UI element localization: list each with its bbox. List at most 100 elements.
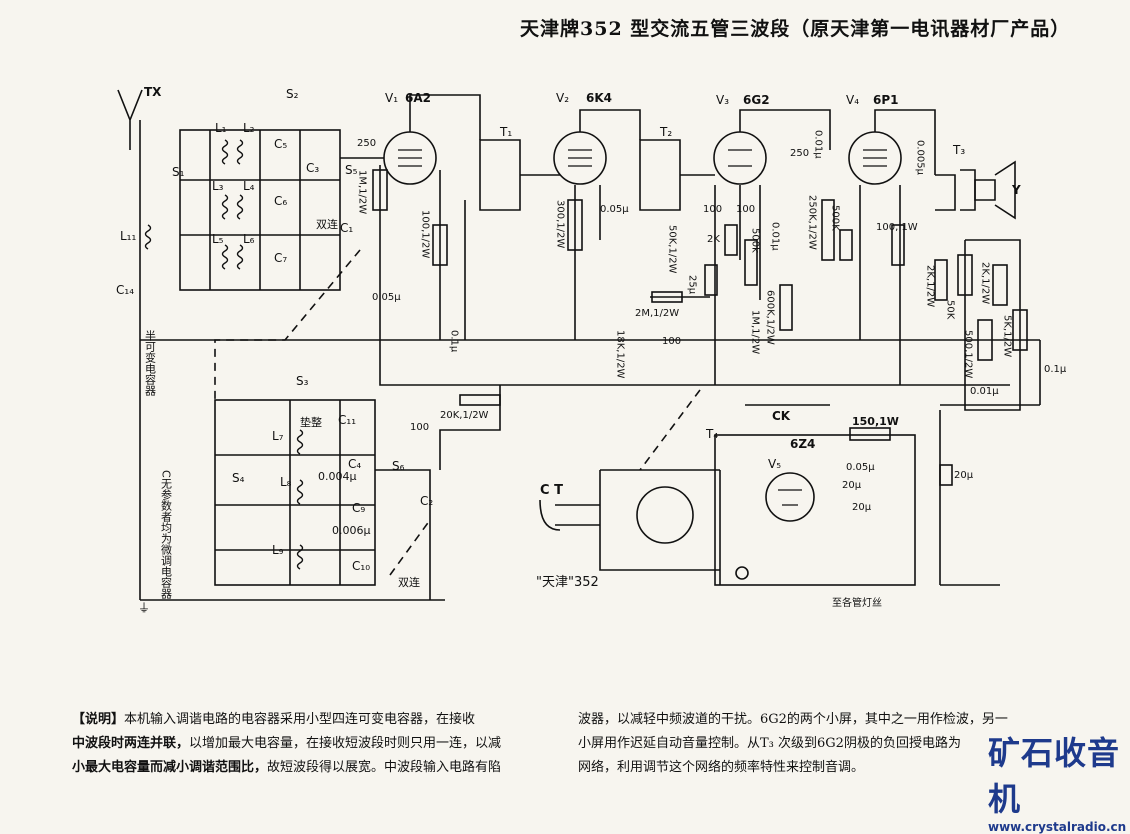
antenna-label: TX <box>144 85 162 99</box>
c100c-label: 100 <box>662 336 681 347</box>
tube-v2-type: 6K4 <box>586 91 612 105</box>
to-lamps-label: 至各管灯丝 <box>832 596 882 609</box>
l11-label: L₁₁ <box>120 229 136 243</box>
c1-label: C₁ <box>340 221 353 235</box>
tube-v5-type: 6Z4 <box>790 437 815 451</box>
c7-label: C₇ <box>274 251 287 265</box>
s8-label: S₅ <box>345 163 358 177</box>
c-0006-label: 0.006μ <box>332 524 371 537</box>
c005b-label: 0.05μ <box>600 204 629 215</box>
r150-label: 150,1W <box>852 415 899 428</box>
t1-label: T₁ <box>499 125 512 139</box>
r250k-label: 250K,1/2W <box>807 195 818 250</box>
s2-label: S₂ <box>286 87 299 101</box>
semi-var-note: 半可变电容器 <box>144 329 157 397</box>
c250b-label: 250 <box>790 148 809 159</box>
c20a-label: 20μ <box>842 480 862 491</box>
desc-lead-2: 中波段时两连并联， <box>72 736 190 751</box>
desc-line-2: 中波段时两连并联，以增加最大电容量，在接收短波段时则只用一连，以减 <box>72 732 552 756</box>
r100w-label: 100, 1W <box>876 222 918 233</box>
r2m-label: 2M,1/2W <box>635 308 679 319</box>
c001a-label: 0.01μ <box>813 130 824 159</box>
desc-text-1: 本机输入调谐电路的电容器采用小型四连可变电容器，在接收 <box>124 712 476 727</box>
ground-icon: ⏚ <box>138 601 150 615</box>
r2k3-label: 2K,1/2W <box>980 262 991 304</box>
c14-label: C₁₄ <box>116 283 134 297</box>
ck-label: CK <box>772 409 791 423</box>
t2-label: T₂ <box>659 125 672 139</box>
r300-label: 300,1/2W <box>555 200 566 248</box>
r20k-label: 20K,1/2W <box>440 410 489 421</box>
l9-label: L₉ <box>272 543 284 557</box>
c11-label: C₁₁ <box>338 413 356 427</box>
c2-label: C₂ <box>420 494 433 508</box>
pad-label: 垫整 <box>300 415 322 429</box>
c001c-label: 0.01μ <box>970 386 999 397</box>
description-left: 【说明】本机输入调谐电路的电容器采用小型四连可变电容器，在接收 中波段时两连并联… <box>72 708 552 780</box>
r2k-label: 2K <box>707 234 720 245</box>
s5-label: S₃ <box>296 374 309 388</box>
l2-label: L₂ <box>243 121 255 135</box>
tube-v3-ref: V₃ <box>716 93 729 107</box>
tube-v2-ref: V₂ <box>556 91 569 105</box>
c9-label: C₉ <box>352 501 365 515</box>
r2k2-label: 2K,1/2W <box>925 265 936 307</box>
l5-label: L₅ <box>212 232 224 246</box>
c0005-label: 0.005μ <box>915 140 926 176</box>
c4-label: C₄ <box>348 457 361 471</box>
schematic-title: 天津牌352 型交流五管三波段（原天津第一电讯器材厂产品） <box>520 18 1071 40</box>
desc-right-line-3: 网络，利用调节这个网络的频率特性来控制音调。 <box>578 760 865 775</box>
r1m-label: 1M,1/2W <box>357 170 368 214</box>
l7-label: L₇ <box>272 429 284 443</box>
r100-label: 100,1/2W <box>420 210 431 258</box>
s6-label: S₆ <box>392 459 405 473</box>
description-right: 波器，以减轻中频波道的干扰。6G2的两个小屏，其中之一用作检波，另一 小屏用作迟… <box>578 708 1048 780</box>
c25-label: 25μ <box>687 275 698 295</box>
desc-text-3: 故短波段得以展宽。中波段输入电路有陷 <box>267 760 502 775</box>
l6-label: L₆ <box>243 232 255 246</box>
r500k-label: 500K <box>830 205 841 231</box>
watermark-text: 矿石收音机 <box>988 734 1121 818</box>
desc-text-2: 以增加最大电容量，在接收短波段时则只用一连，以减 <box>189 736 502 751</box>
tube-v1-ref: V₁ <box>385 91 398 105</box>
c-0004-label: 0.004μ <box>318 470 357 483</box>
r18k-label: 18K,1/2W <box>615 330 626 379</box>
vertical-note: C无参数者均为微调电容器 <box>160 470 173 599</box>
c20b-label: 20μ <box>852 502 872 513</box>
tube-v1-type: 6A2 <box>405 91 431 105</box>
gang-note-1: 双连 <box>316 218 338 231</box>
r5k-label: 5K,1/2W <box>1002 315 1013 357</box>
t4-label: T₄ <box>705 427 718 441</box>
s1-label: S₁ <box>172 165 185 179</box>
desc-lead-1: 【说明】 <box>72 712 125 727</box>
desc-right-line-1: 波器，以减轻中频波道的干扰。6G2的两个小屏，其中之一用作检波，另一 <box>578 712 1008 727</box>
c005a-label: 0.05μ <box>372 292 401 303</box>
l1-label: L₁ <box>215 121 227 135</box>
c01b-label: 0.1μ <box>1044 364 1067 375</box>
r50k-label: 50K,1/2W <box>667 225 678 274</box>
ct-label: C T <box>540 483 563 498</box>
l4-label: L₄ <box>243 179 255 193</box>
watermark-url: www.crystalradio.cn <box>988 820 1127 834</box>
c001b-label: 0.01μ <box>770 222 781 251</box>
tube-v5-ref: V₅ <box>768 457 781 471</box>
c6-label: C₆ <box>274 194 287 208</box>
desc-line-1: 【说明】本机输入调谐电路的电容器采用小型四连可变电容器，在接收 <box>72 708 552 732</box>
gang-note-2: 双连 <box>398 576 420 589</box>
c100b-label: 100 <box>736 204 755 215</box>
tube-v4-type: 6P1 <box>873 93 899 107</box>
c100a-label: 100 <box>703 204 722 215</box>
l8-label: L₈ <box>280 475 292 489</box>
tube-v4-ref: V₄ <box>846 93 859 107</box>
c100d-label: 100 <box>410 422 429 433</box>
desc-line-3: 小最大电容量而减小调谐范围比，故短波段得以展宽。中波段输入电路有陷 <box>72 756 552 780</box>
r50k2-label: 50K <box>945 300 956 320</box>
s4-label: S₄ <box>232 471 245 485</box>
l3-label: L₃ <box>212 179 224 193</box>
tube-v3-type: 6G2 <box>743 93 770 107</box>
model-label: "天津"352 <box>536 575 599 590</box>
r1m2-label: 1M,1/2W <box>750 310 761 354</box>
schematic-diagram: TX S₁ S₂ S₃ S₄ S₅ S₆ L₁ L₂ L₃ L₄ L₅ L₆ L… <box>116 85 1067 615</box>
watermark: 矿石收音机 www.crystalradio.cn <box>988 728 1130 834</box>
c5-label: C₅ <box>274 137 287 151</box>
